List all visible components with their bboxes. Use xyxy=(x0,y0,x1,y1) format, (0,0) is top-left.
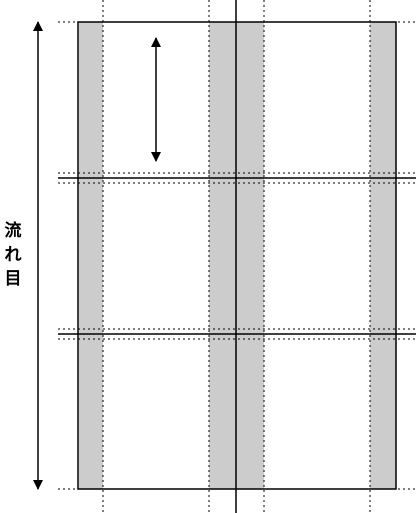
margin-strip-left xyxy=(79,22,103,489)
sheet-outline xyxy=(77,21,397,490)
vertical-guides xyxy=(102,0,371,513)
margin-strip-right xyxy=(370,22,396,489)
grain-label-char-3: 目 xyxy=(4,269,22,289)
grain-label-char-1: 流 xyxy=(4,221,22,241)
grain-label-char-2: れ xyxy=(4,245,22,265)
